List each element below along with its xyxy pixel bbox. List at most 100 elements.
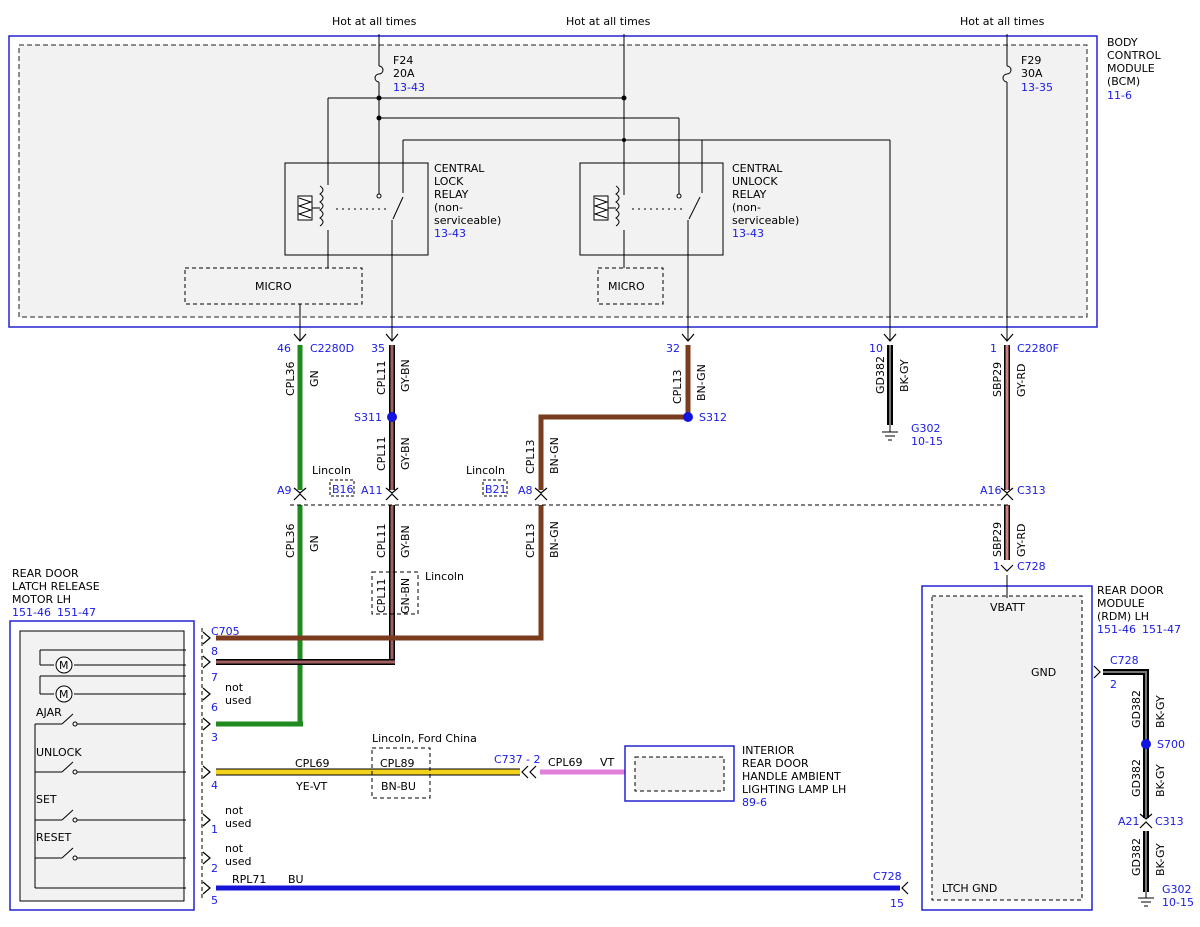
svg-text:M: M <box>59 688 69 701</box>
pin-15: 15 <box>890 897 904 910</box>
pin-a8: A8 <box>518 484 533 497</box>
svg-text:REAR DOOR: REAR DOOR <box>742 757 809 770</box>
svg-text:not: not <box>225 681 244 694</box>
ground-g302-b-ref: 10-15 <box>1162 896 1194 909</box>
svg-text:BK-GY: BK-GY <box>1154 764 1167 797</box>
svg-text:(non-: (non- <box>732 201 761 214</box>
f29-ref: 13-35 <box>1021 81 1053 94</box>
ground-g302-b: G302 <box>1162 883 1192 896</box>
pin-8: 8 <box>211 645 218 658</box>
svg-text:LATCH RELEASE: LATCH RELEASE <box>12 580 100 593</box>
pin-1: 1 <box>990 342 997 355</box>
svg-text:LIGHTING LAMP LH: LIGHTING LAMP LH <box>742 783 846 796</box>
svg-text:MODULE: MODULE <box>1107 62 1155 75</box>
svg-text:CPL13: CPL13 <box>524 524 537 558</box>
b21-box <box>482 479 508 497</box>
pin-b21: B21 <box>485 483 507 496</box>
pin-5: 5 <box>211 894 218 907</box>
svg-text:CPL11: CPL11 <box>375 524 388 558</box>
bcm-connector-arrows <box>293 333 1014 342</box>
svg-text:GY-RD: GY-RD <box>1015 364 1028 397</box>
pin-35: 35 <box>371 342 385 355</box>
splice-s700 <box>1141 739 1151 749</box>
fuse-f24 <box>374 34 384 195</box>
rdm-label: REAR DOOR MODULE (RDM) LH 151-46 151-47 <box>1097 584 1181 636</box>
lincoln-label-2: Lincoln <box>466 464 505 477</box>
not-used-labels: not used not used not used <box>225 681 251 868</box>
svg-text:LOCK: LOCK <box>434 175 464 188</box>
wire-gd382-top <box>882 345 898 441</box>
micro-label-2: MICRO <box>608 280 645 293</box>
rdm-ltch-gnd: LTCH GND <box>942 882 997 895</box>
svg-text:GY-BN: GY-BN <box>399 437 412 470</box>
ground-g302-a-ref: 10-15 <box>911 435 943 448</box>
label-bn-bu: BN-BU <box>381 780 416 793</box>
pin-3: 3 <box>211 731 218 744</box>
svg-text:89-6: 89-6 <box>742 796 767 809</box>
wire-labels-upper: CPL36 GN CPL11 GY-BN CPL11 GY-BN CPL13 B… <box>284 356 1028 557</box>
svg-text:INTERIOR: INTERIOR <box>742 744 795 757</box>
label-lincoln-ford-china: Lincoln, Ford China <box>372 732 477 745</box>
pin-b16: B16 <box>332 483 354 496</box>
svg-text:CPL13: CPL13 <box>671 370 684 404</box>
central-unlock-relay <box>579 162 724 256</box>
svg-text:GN: GN <box>308 370 321 387</box>
switch-set: SET <box>36 793 57 806</box>
label-vt: VT <box>600 756 615 769</box>
svg-text:CPL36: CPL36 <box>284 524 297 558</box>
c728-arrow-rdm <box>1093 665 1101 679</box>
svg-text:GD382: GD382 <box>874 356 887 394</box>
pin-10: 10 <box>869 342 883 355</box>
switch-ajar: AJAR <box>36 706 62 719</box>
connector-c313-rdm: C313 <box>1155 815 1184 828</box>
wire-cpl13 <box>216 345 691 641</box>
hot-label-1: Hot at all times <box>332 15 417 28</box>
svg-text:BK-GY: BK-GY <box>1154 695 1167 728</box>
svg-text:(RDM) LH: (RDM) LH <box>1097 610 1149 623</box>
label-bu: BU <box>288 873 304 886</box>
svg-text:RELAY: RELAY <box>434 188 469 201</box>
connector-c705: C705 <box>211 625 240 638</box>
pin-6: 6 <box>211 701 218 714</box>
svg-text:GY-RD: GY-RD <box>1015 524 1028 557</box>
c313-arrows <box>293 487 1014 572</box>
svg-text:used: used <box>225 694 251 707</box>
label-rpl71: RPL71 <box>232 873 266 886</box>
pin-2-rdm: 2 <box>1110 678 1117 691</box>
rdm-vbatt: VBATT <box>990 601 1025 614</box>
svg-text:used: used <box>225 855 251 868</box>
central-lock-relay <box>284 162 429 256</box>
connector-c2280d: C2280D <box>310 342 354 355</box>
unlock-relay-label: CENTRAL UNLOCK RELAY (non- serviceable) … <box>732 162 799 240</box>
cpl11-lincoln-box <box>371 571 419 615</box>
svg-text:not: not <box>225 842 244 855</box>
svg-text:SBP29: SBP29 <box>991 522 1004 557</box>
svg-text:MODULE: MODULE <box>1097 597 1145 610</box>
motor-connector-arrows <box>202 631 211 895</box>
svg-text:CONTROL: CONTROL <box>1107 49 1162 62</box>
svg-text:CENTRAL: CENTRAL <box>732 162 783 175</box>
svg-text:151-46: 151-46 <box>1097 623 1136 636</box>
pin-a16: A16 <box>980 484 1002 497</box>
bcm-internal-wiring <box>299 34 891 340</box>
svg-text:BN-GN: BN-GN <box>695 364 708 401</box>
f24-rating: 20A <box>393 67 415 80</box>
b16-box <box>329 479 355 497</box>
f29-rating: 30A <box>1021 67 1043 80</box>
svg-text:11-6: 11-6 <box>1107 89 1132 102</box>
pin-1-c728: 1 <box>993 560 1000 573</box>
label-cpl69-right: CPL69 <box>548 756 582 769</box>
switch-unlock: UNLOCK <box>36 746 82 759</box>
f24-ref: 13-43 <box>393 81 425 94</box>
svg-text:(non-: (non- <box>434 201 463 214</box>
pin-a9: A9 <box>277 484 292 497</box>
pin-a11: A11 <box>361 484 383 497</box>
bcm-label: BODY CONTROL MODULE (BCM) 11-6 <box>1107 36 1162 102</box>
pin-46: 46 <box>277 342 291 355</box>
connector-c737: C737 <box>494 753 523 766</box>
motor-symbols: M M <box>55 656 73 703</box>
svg-text:SBP29: SBP29 <box>991 362 1004 397</box>
pin-1-motor: 1 <box>211 823 218 836</box>
svg-text:GN-BN: GN-BN <box>399 578 412 614</box>
pin-4: 4 <box>211 779 218 792</box>
